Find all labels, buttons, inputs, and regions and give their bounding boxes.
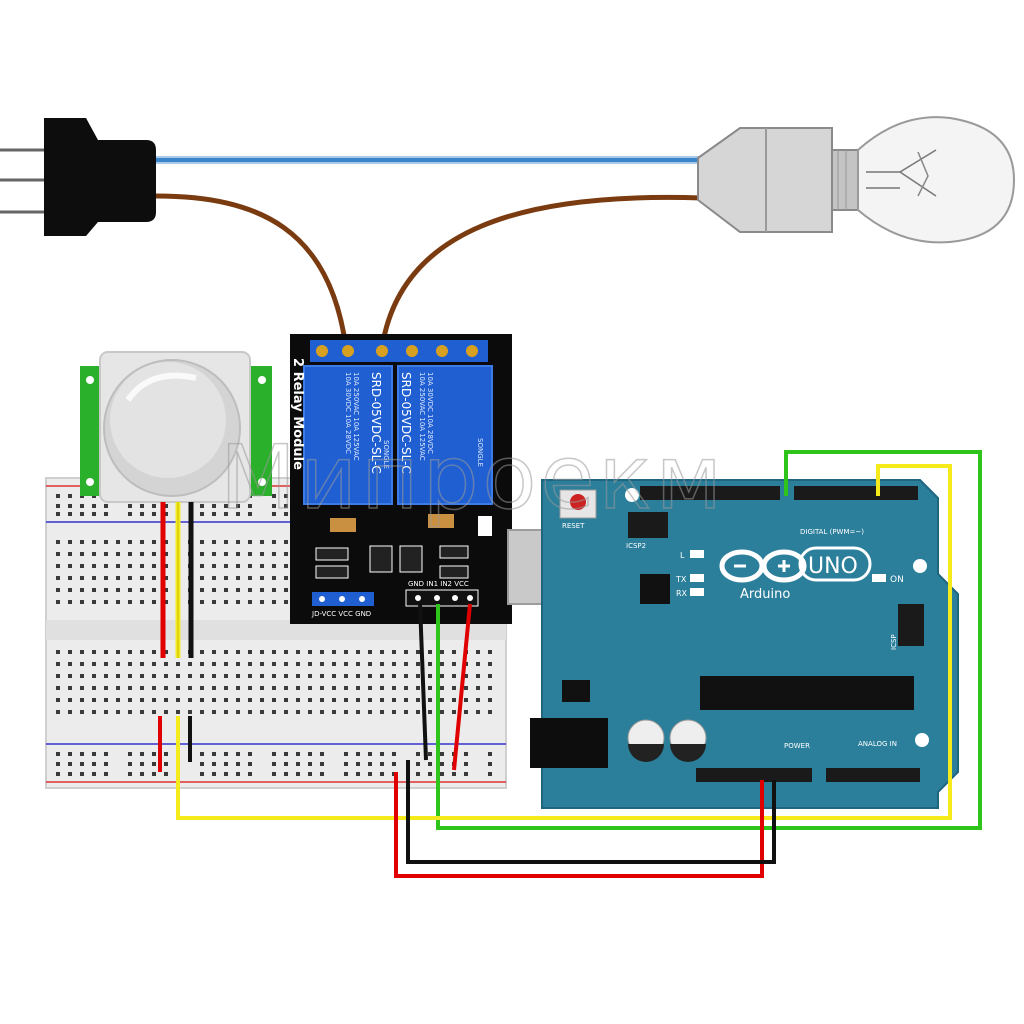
arduino-uno-logo: UNO: [808, 554, 858, 579]
relay-title: 2 Relay Module: [290, 358, 305, 470]
green-signal-wire: [436, 450, 982, 830]
relay1-rating-2: 10A 30VDC 10A 28VDC: [344, 372, 352, 454]
arduino-led-tx: TX: [675, 575, 687, 584]
brown-wire-plug-to-relay: [155, 193, 349, 349]
watermark: Мипроекм: [220, 426, 726, 529]
relay2-brand: SONGLE: [476, 438, 484, 467]
relay-vcc-red-wire: [452, 603, 472, 771]
relay2-model: SRD-05VDC-SL-C: [399, 372, 413, 474]
arduino-power-label: POWER: [784, 742, 810, 750]
arduino-on-label: ON: [890, 575, 904, 585]
pir-legs: [160, 502, 194, 658]
relay2-rating-2: 10A 30VDC 10A 28VDC: [426, 372, 434, 454]
arduino-icsp-label: ICSP: [890, 634, 898, 650]
arduino-analog-label: ANALOG IN: [858, 740, 897, 748]
relay-input-label: GND IN1 IN2 VCC: [408, 580, 469, 588]
arduino-reset-label: RESET: [562, 522, 585, 530]
relay2-rating-1: 10A 250VAC 10A 125VAC: [418, 372, 426, 461]
light-bulb: [697, 116, 1016, 244]
relay-jumper-label: JD-VCC VCC GND: [311, 610, 371, 618]
brown-wire-relay-to-bulb: [379, 194, 703, 349]
ac-plug: [0, 118, 156, 236]
relay1-brand: SONGLE: [382, 440, 390, 469]
yellow-signal-wire: [176, 464, 952, 820]
relay1-rating-1: 10A 250VAC 10A 125VAC: [352, 372, 360, 461]
black-gnd-wire: [406, 760, 776, 864]
arduino-digital-label: DIGITAL (PWM=~): [800, 528, 864, 536]
red-5v-wire: [394, 772, 764, 878]
pir-sensor: [80, 351, 272, 503]
pir-rail-jumpers: [158, 716, 192, 772]
arduino-icsp2-label: ICSP2: [626, 542, 646, 550]
arduino-led-rx: RX: [676, 589, 688, 598]
arduino-uno: UNO Arduino ON RESET ICSP2 ICSP DIGITAL …: [507, 479, 959, 809]
arduino-brand: Arduino: [740, 587, 790, 602]
relay-module: 2 Relay Module SRD-05VDC-SL-C 10A 250VAC…: [290, 334, 512, 624]
arduino-infinity-logo: [719, 549, 807, 583]
arduino-led-l: L: [680, 551, 685, 560]
relay-gnd-black-wire: [418, 603, 428, 761]
relay1-model: SRD-05VDC-SL-C: [369, 372, 383, 474]
